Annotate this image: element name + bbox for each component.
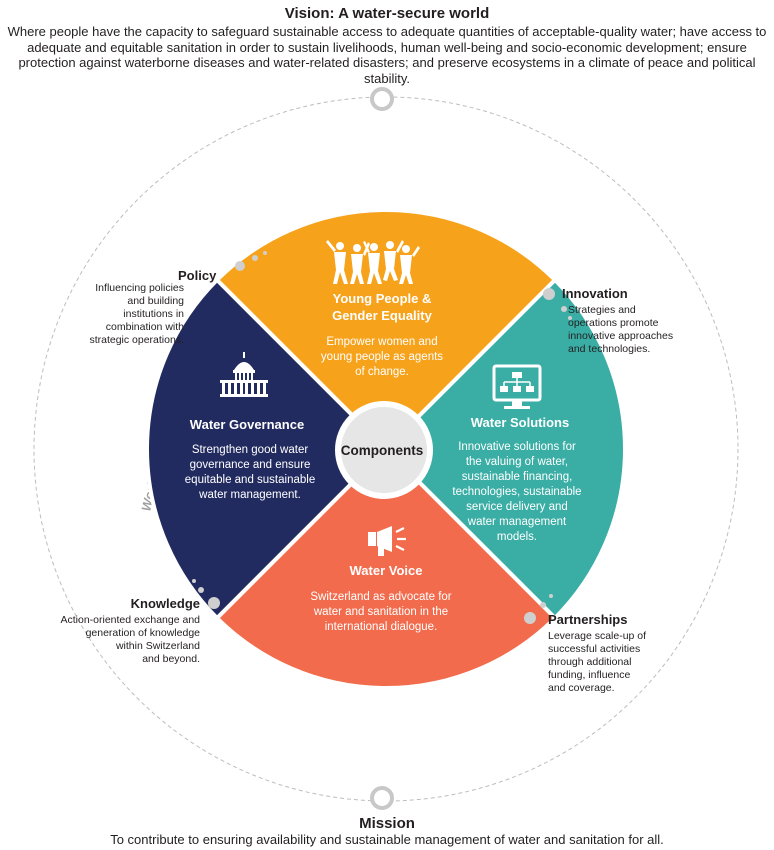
innovation-desc-line: innovative approaches: [568, 330, 674, 342]
knowledge-title: Knowledge: [130, 596, 200, 611]
vision-text: Where people have the capacity to safegu…: [4, 24, 770, 86]
outer-dashed-ring: [33, 96, 739, 802]
policy-desc-line: institutions in: [123, 308, 184, 320]
vision-node-icon: [370, 87, 394, 111]
innovation-desc-line: Strategies and: [568, 304, 636, 316]
partnerships-desc-line: Leverage scale-up of: [548, 630, 647, 642]
water-voice-desc: international dialogue.: [325, 621, 438, 633]
young-people-title: Gender Equality: [332, 308, 432, 323]
knowledge-desc-line: generation of knowledge: [85, 627, 200, 639]
innovation-desc-line: and technologies.: [568, 343, 651, 355]
water-solutions-title: Water Solutions: [471, 415, 569, 430]
policy-desc: Influencing policies and building instit…: [84, 269, 184, 347]
knowledge-desc-line: Action-oriented exchange and: [60, 614, 200, 626]
center-label: Components: [341, 443, 424, 458]
policy-desc-line: and building: [127, 295, 184, 307]
water-governance-desc: Strengthen good water: [192, 444, 309, 456]
mission-node-icon: [370, 786, 394, 810]
partnerships-desc-line: and coverage.: [548, 682, 615, 694]
policy-dots-icon: [235, 251, 267, 271]
young-people-desc: young people as agents: [321, 351, 443, 363]
innovation-desc: Strategies and operations promote innova…: [568, 304, 692, 356]
partnerships-dots-icon: [524, 594, 553, 624]
mission-text: To contribute to ensuring availability a…: [110, 832, 664, 847]
mission-title: Mission: [359, 815, 415, 832]
modality-knowledge: Knowledge Action-oriented exchange and g…: [60, 597, 200, 666]
vision-line: adequate and equitable sanitation in ord…: [27, 39, 747, 55]
water-solutions-desc: Innovative solutions for: [458, 441, 576, 453]
partnerships-title: Partnerships: [548, 612, 628, 627]
partnerships-desc-line: through additional: [548, 656, 632, 668]
water-solutions-desc: service delivery and: [466, 501, 568, 513]
young-people-text: Young People & Gender Equality Empower w…: [321, 291, 443, 378]
vision-line: Where people have the capacity to safegu…: [7, 24, 767, 39]
partnerships-desc-line: funding, influence: [548, 669, 631, 681]
water-governance-desc: equitable and sustainable: [185, 474, 315, 486]
water-solutions-desc: water management: [467, 516, 567, 528]
water-solutions-text: Water Solutions Innovative solutions for…: [452, 415, 581, 543]
quadrant-water-voice: [214, 446, 558, 691]
quadrant-young-people: [214, 207, 558, 452]
center-circle: [335, 401, 433, 499]
knowledge-dots-icon: [192, 579, 220, 609]
quadrant-water-solutions: [383, 277, 628, 621]
water-solutions-desc: the valuing of water,: [466, 456, 568, 468]
young-people-desc: Empower women and: [326, 336, 437, 348]
water-voice-desc: water and sanitation in the: [313, 606, 448, 618]
megaphone-icon: [368, 526, 406, 556]
vision-title: Vision: A water-secure world: [284, 5, 490, 22]
policy-title: Policy: [178, 268, 217, 283]
quadrant-water-governance: [144, 277, 389, 621]
water-voice-text: Water Voice Switzerland as advocate for …: [310, 563, 451, 633]
water-voice-desc: Switzerland as advocate for: [310, 591, 451, 603]
innovation-title: Innovation: [562, 286, 628, 301]
modality-partnerships: Partnerships Leverage scale-up of succes…: [548, 613, 678, 695]
computer-network-icon: [492, 364, 542, 409]
vision-line: protection against waterborne diseases a…: [18, 55, 756, 70]
young-people-title: Young People &: [333, 291, 432, 306]
knowledge-desc-line: and beyond.: [142, 653, 200, 665]
modality-innovation: Innovation Strategies and operations pro…: [562, 287, 692, 356]
capitol-building-icon: [220, 352, 268, 397]
people-jumping-icon: [326, 240, 420, 284]
water-governance-title: Water Governance: [190, 417, 304, 432]
innovation-dots-icon: [543, 288, 572, 320]
innovation-desc-line: operations promote: [568, 317, 659, 329]
water-governance-text: Water Governance Strengthen good water g…: [185, 417, 315, 501]
partnerships-desc-line: successful activities: [548, 643, 641, 655]
young-people-desc: of change.: [355, 366, 409, 378]
policy-desc-line: combination with: [105, 321, 184, 333]
policy-desc-line: strategic operations.: [89, 334, 184, 346]
water-solutions-desc: sustainable financing,: [462, 471, 573, 483]
modality-policy: Policy Influencing policies and building…: [84, 269, 220, 347]
knowledge-desc: Action-oriented exchange and generation …: [60, 614, 200, 666]
vision-line: stability.: [364, 70, 410, 86]
knowledge-desc-line: within Switzerland: [115, 640, 200, 652]
water-solutions-desc: technologies, sustainable: [452, 486, 581, 498]
water-governance-desc: water management.: [198, 489, 301, 501]
water-voice-title: Water Voice: [350, 563, 423, 578]
water-solutions-desc: models.: [497, 531, 537, 543]
water-governance-desc: governance and ensure: [190, 459, 311, 471]
partnerships-desc: Leverage scale-up of successful activiti…: [548, 630, 678, 695]
policy-desc-line: Influencing policies: [95, 282, 184, 294]
